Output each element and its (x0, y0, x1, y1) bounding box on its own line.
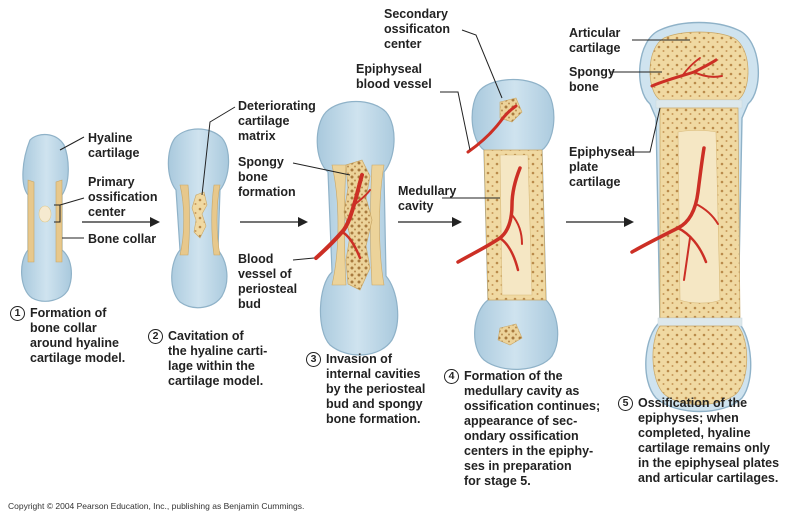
label-articular-cartilage: Articular cartilage (569, 26, 621, 55)
stage-4-leaders (440, 29, 503, 199)
stage-5-caption: Ossification of the epiphyses; when comp… (638, 396, 780, 485)
stage-1-model (21, 134, 72, 302)
stage-3-leaders (292, 162, 351, 261)
stage-1-number: 1 (10, 306, 25, 321)
label-deteriorating-cartilage-matrix: Deteriorating cartilage matrix (238, 99, 316, 143)
stage-3-model (314, 101, 399, 356)
arrow-2-3 (240, 217, 308, 227)
stage-2-leaders (201, 106, 236, 196)
stage-2-caption: Cavitation of the hyaline carti- lage wi… (168, 329, 268, 388)
label-epiphyseal-blood-vessel: Epiphyseal blood vessel (356, 62, 432, 91)
stage-3-caption: Invasion of internal cavities by the per… (326, 352, 426, 426)
label-spongy-bone-formation: Spongy bone formation (238, 155, 296, 199)
label-epiphyseal-plate-cartilage: Epiphyseal plate cartilage (569, 145, 635, 189)
stage-2-number: 2 (148, 329, 163, 344)
stage-1-caption: Formation of bone collar around hyaline … (30, 306, 126, 365)
label-primary-ossification-center: Primary ossification center (88, 175, 158, 219)
stage-4-number: 4 (444, 369, 459, 384)
label-bone-collar: Bone collar (88, 232, 157, 246)
stage-4-model (456, 79, 559, 370)
stage-3-number: 3 (306, 352, 321, 367)
label-blood-vessel-periosteal-bud: Blood vessel of periosteal bud (238, 252, 298, 311)
arrow-4-5 (566, 217, 634, 227)
stage-5-model (630, 21, 760, 413)
stage-4-caption: Formation of the medullary cavity as oss… (464, 369, 601, 488)
stage-2-model (167, 128, 230, 309)
arrow-3-4 (398, 217, 462, 227)
label-secondary-ossification-center: Secondary ossificaton center (384, 7, 450, 51)
stage-1-leaders (54, 136, 85, 239)
copyright-notice: Copyright © 2004 Pearson Education, Inc.… (8, 501, 305, 511)
label-medullary-cavity: Medullary cavity (398, 184, 457, 213)
label-hyaline-cartilage: Hyaline cartilage (88, 131, 140, 160)
stage-5-leaders (610, 39, 690, 153)
stage-5-number: 5 (618, 396, 633, 411)
label-spongy-bone: Spongy bone (569, 65, 615, 94)
arrow-1-2 (82, 217, 160, 227)
